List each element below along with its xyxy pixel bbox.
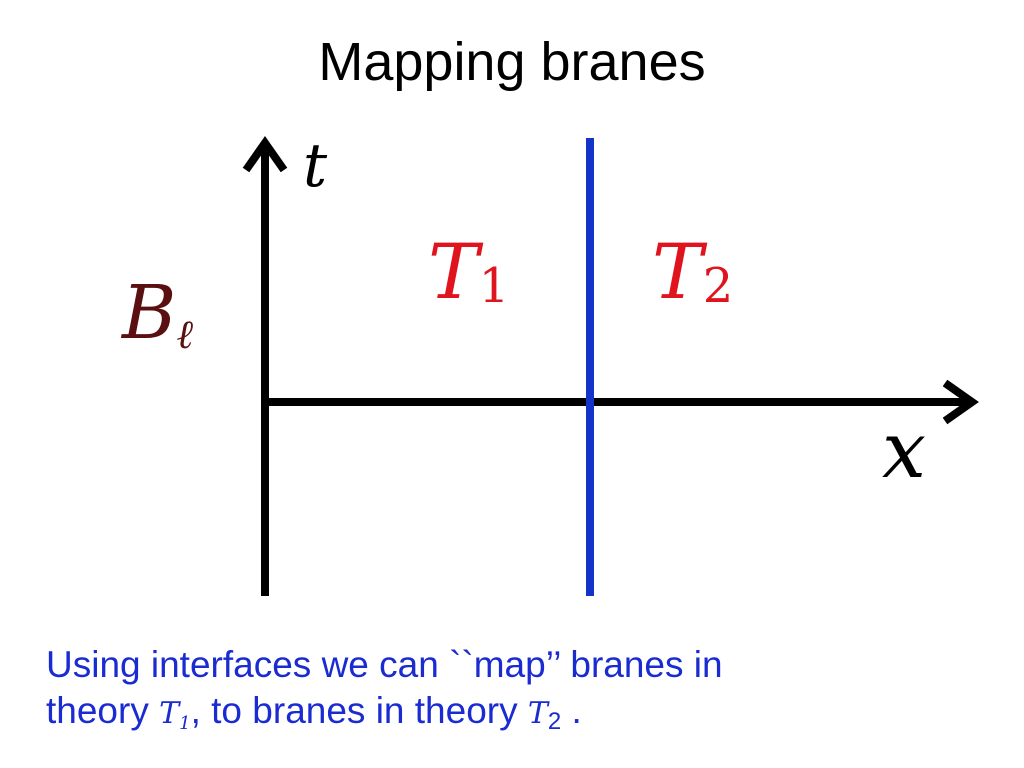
boundary-label-base: B: [120, 270, 176, 356]
caption-text-before: theory: [46, 690, 149, 731]
brane-diagram: t x Bℓ T1 T2: [120, 131, 979, 596]
space-axis-label: x: [882, 406, 926, 496]
boundary-label: Bℓ: [120, 270, 193, 358]
theory-left-base: T: [428, 227, 484, 316]
caption: Using interfaces we can ``map’’ branes i…: [46, 642, 986, 747]
caption-theory-2: T2: [527, 696, 561, 735]
theory-right-base: T: [652, 227, 708, 316]
caption-theory-1-sub: 1: [179, 713, 191, 734]
theory-right-sub: 2: [703, 258, 734, 314]
caption-theory-2-sub: 2: [547, 708, 562, 735]
space-axis-arrowhead: [942, 379, 979, 425]
theory-left-label: T1: [428, 227, 509, 316]
slide-title: Mapping branes: [318, 32, 706, 92]
caption-text-middle: , to branes in theory: [190, 690, 518, 731]
caption-theory-1: T1: [159, 696, 191, 734]
caption-theory-1-base: T: [159, 696, 180, 731]
caption-text-end: .: [561, 690, 582, 731]
theory-right-label: T2: [652, 227, 733, 316]
caption-line-1: Using interfaces we can ``map’’ branes i…: [46, 644, 723, 685]
time-axis-arrowhead: [242, 136, 288, 173]
boundary-label-sub: ℓ: [176, 312, 193, 358]
time-axis-label: t: [303, 131, 328, 201]
theory-left-sub: 1: [479, 258, 510, 314]
caption-line-2: theory T1, to branes in theory T2 .: [46, 688, 986, 747]
caption-theory-2-base: T: [527, 696, 548, 731]
